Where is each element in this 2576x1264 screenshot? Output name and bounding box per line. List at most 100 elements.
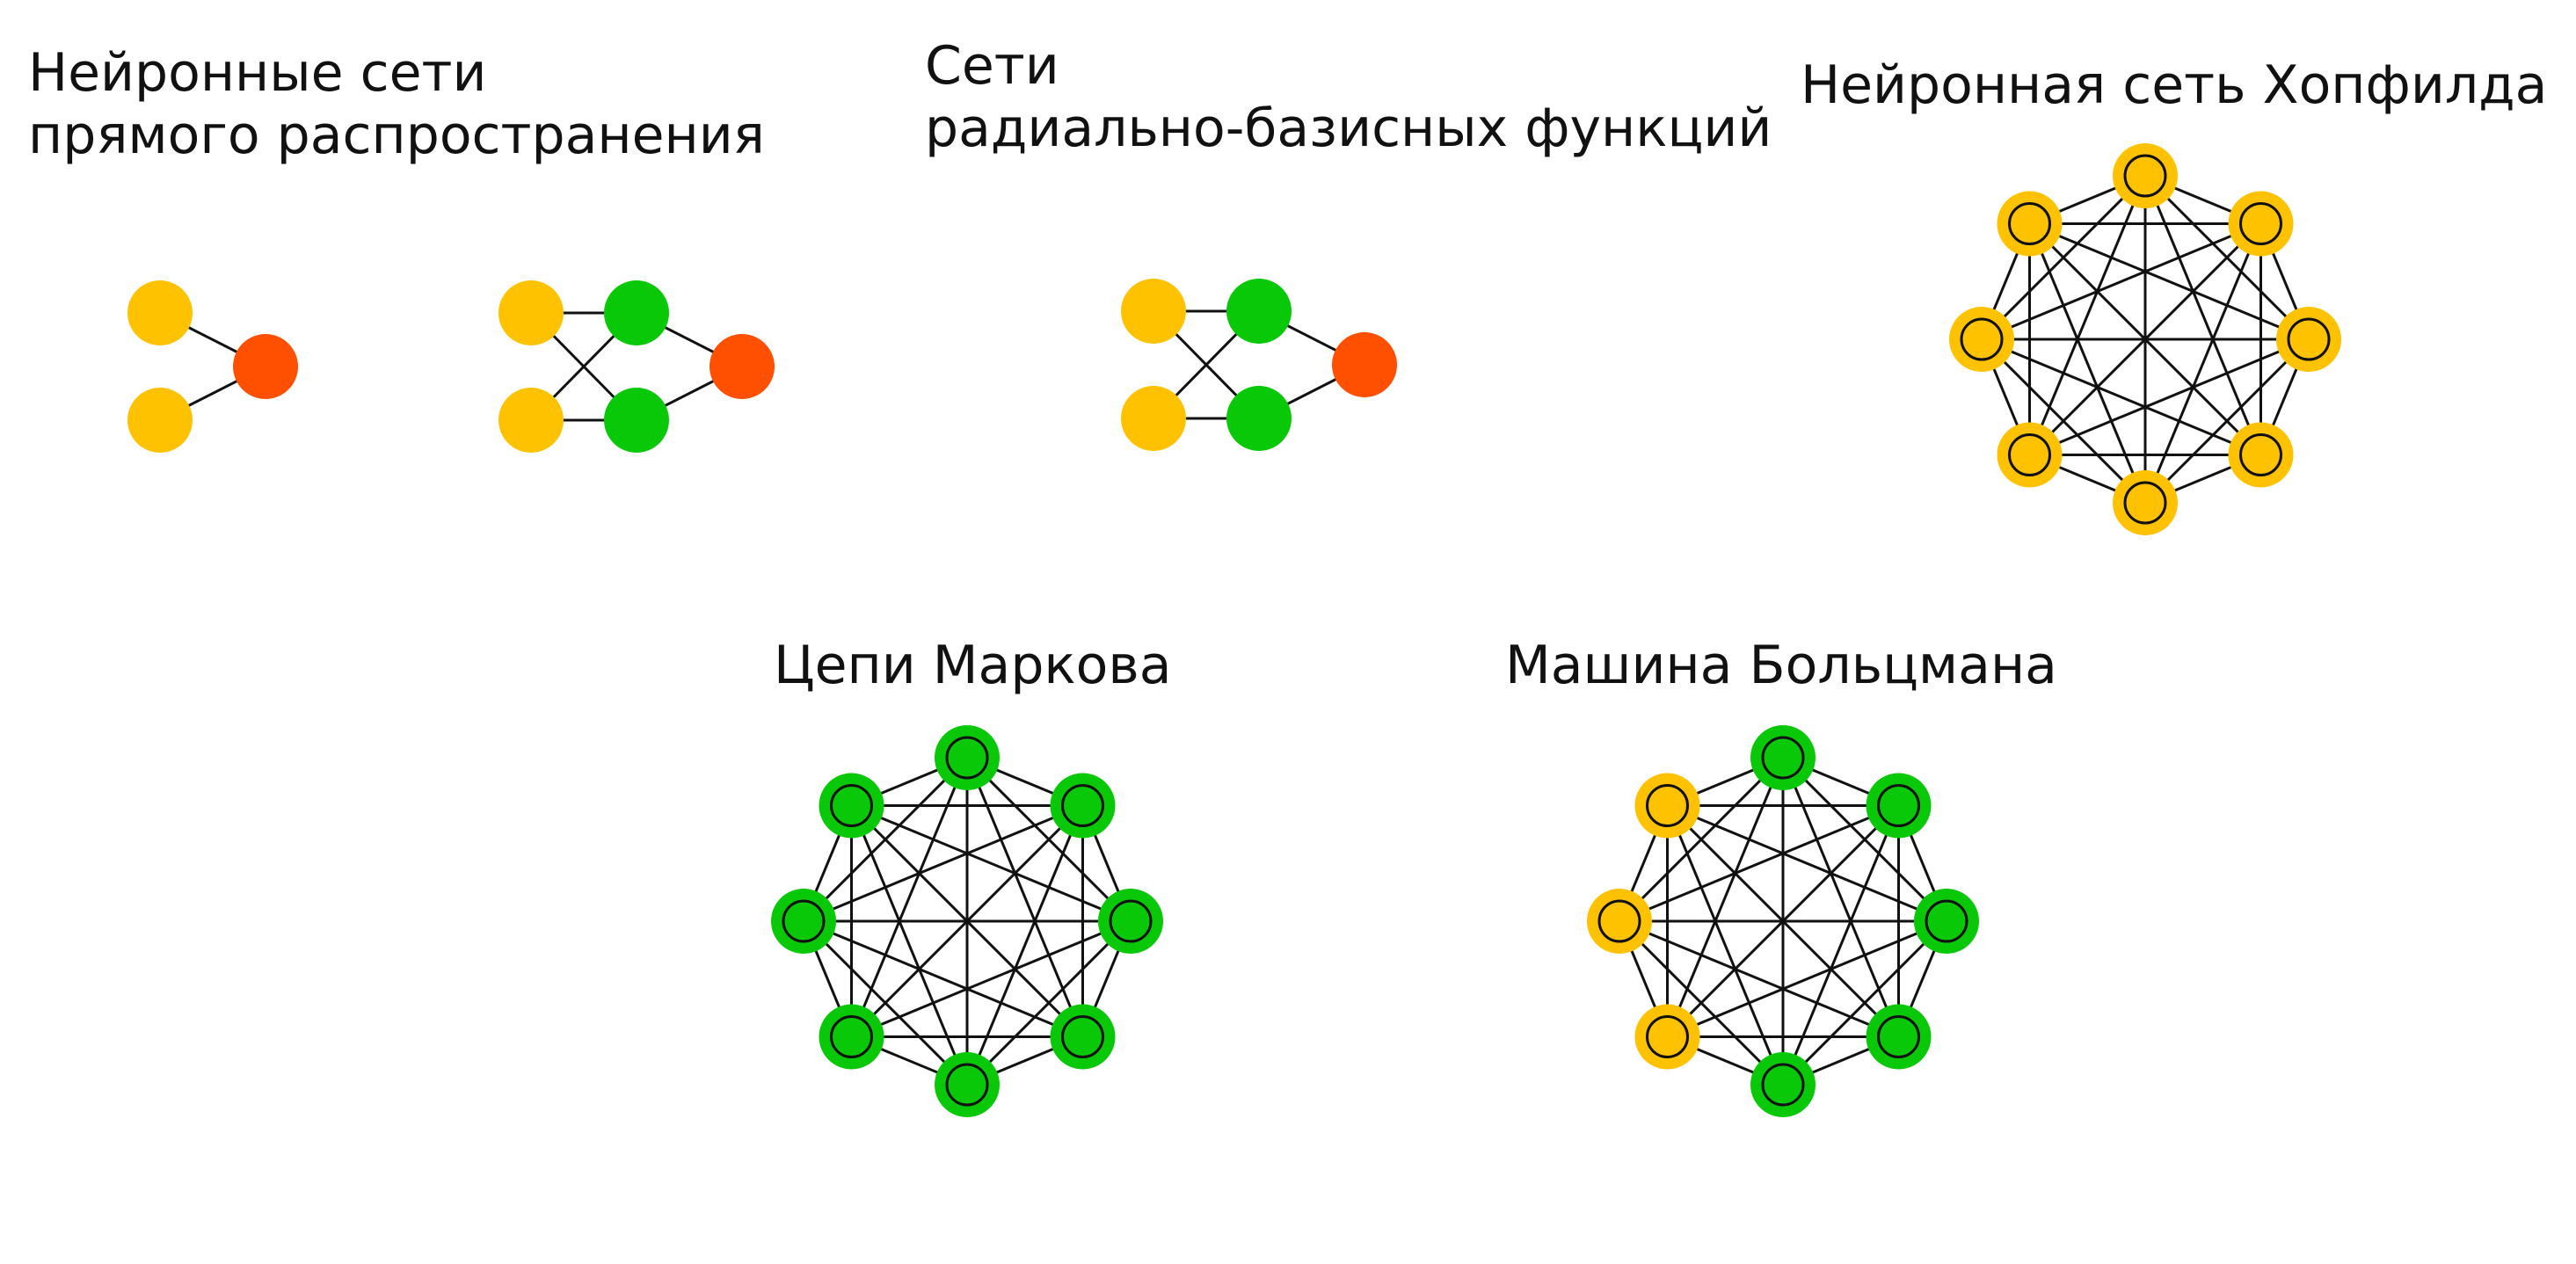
hopfield-input-node-1: [2113, 143, 2178, 208]
boltzmann-hidden-node-1: [1750, 725, 1816, 790]
markov-edge-21: [803, 919, 1084, 1038]
boltzmann-title-text: Машина Больцмана: [1505, 635, 2057, 696]
markov-title-text: Цепи Маркова: [774, 635, 1172, 696]
markov-hidden-node-7: [771, 889, 836, 954]
hopfield-node-6-recurrent-ring: [2008, 433, 2051, 476]
markov-hidden-node-4: [1050, 1004, 1116, 1070]
rbf-hidden-node-3: [1226, 279, 1292, 344]
boltzmann-edge-10: [1781, 804, 1900, 1086]
rbf-nodes: [1121, 279, 1397, 451]
boltzmann-edge-25: [1666, 804, 1785, 1086]
hopfield-node-1-recurrent-ring: [2123, 154, 2167, 198]
boltzmann-edge-22: [1666, 804, 1900, 1038]
hopfield-nodes: [1949, 143, 2341, 535]
hopfield-node-3-recurrent-ring: [2287, 317, 2331, 361]
boltzmann-node-2-recurrent-ring: [1877, 784, 1920, 827]
hopfield-input-node-8: [1997, 191, 2063, 257]
markov-title: Цепи Маркова: [774, 635, 1172, 697]
boltzmann-hidden-node-3: [1914, 889, 1979, 954]
markov-hidden-node-5: [935, 1052, 1000, 1117]
boltzmann-hidden-node-5: [1750, 1052, 1816, 1117]
hopfield-input-node-5: [2113, 470, 2178, 535]
hopfield-input-node-4: [2228, 422, 2294, 488]
feedforward-diagram: [498, 280, 775, 453]
feedforward-hidden-node-3: [604, 280, 669, 345]
rbf-input-node-1: [1121, 279, 1186, 344]
markov-node-3-recurrent-ring: [1109, 899, 1153, 943]
hopfield-edge-5: [2028, 175, 2147, 456]
markov-edge-12: [803, 804, 1084, 923]
boltzmann-edge-18: [1666, 804, 1947, 923]
boltzmann-hidden-node-2: [1866, 773, 1932, 839]
markov-node-6-recurrent-ring: [830, 1015, 873, 1058]
hopfield-title: Нейронная сеть Хопфилда: [1801, 54, 2547, 117]
boltzmann-node-5-recurrent-ring: [1761, 1063, 1805, 1107]
boltzmann-node-8-recurrent-ring: [1646, 784, 1689, 827]
hopfield-input-node-2: [2228, 191, 2294, 257]
boltzmann-edges: [1618, 756, 1948, 1086]
boltzmann-nodes: [1587, 725, 1979, 1117]
feedforward-hidden-node-4: [604, 388, 669, 453]
hopfield-node-8-recurrent-ring: [2008, 202, 2051, 245]
markov-edge-16: [850, 919, 1132, 1038]
boltzmann-edge-12: [1619, 804, 1900, 923]
hopfield-edge-3: [2143, 175, 2262, 456]
feedforward-nodes: [498, 280, 775, 453]
markov-node-5-recurrent-ring: [945, 1063, 989, 1107]
feedforward-title: Нейронные сети прямого распространения: [28, 42, 765, 167]
hopfield-edge-16: [2028, 338, 2310, 456]
hopfield-node-7-recurrent-ring: [1960, 317, 2004, 361]
boltzmann-edge-21: [1619, 919, 1900, 1038]
markov-node-2-recurrent-ring: [1061, 784, 1104, 827]
hopfield-node-2-recurrent-ring: [2239, 202, 2282, 245]
markov-hidden-node-2: [1050, 773, 1116, 839]
boltzmann-edge-16: [1666, 919, 1947, 1038]
rbf-title-line1: Сети: [925, 35, 1059, 97]
feedforward-input-node-2: [498, 388, 564, 453]
boltzmann-node-4-recurrent-ring: [1877, 1015, 1920, 1058]
hopfield-diagram: [1949, 143, 2341, 535]
boltzmann-title: Машина Больцмана: [1505, 635, 2057, 697]
hopfield-input-node-7: [1949, 307, 2014, 372]
perceptron-input-node-1: [127, 280, 193, 345]
hopfield-edge-22: [2028, 222, 2262, 456]
perceptron-nodes: [127, 280, 298, 453]
boltzmann-edge-5: [1666, 757, 1785, 1038]
boltzmann-node-3-recurrent-ring: [1925, 899, 1968, 943]
markov-edge-24: [802, 919, 969, 1086]
perceptron-output-node-3: [233, 334, 298, 399]
feedforward-output-node-5: [709, 334, 775, 399]
rbf-diagram: [1121, 279, 1397, 451]
hopfield-edge-12: [1981, 222, 2262, 341]
markov-hidden-node-1: [935, 725, 1000, 790]
rbf-title: Сети радиально-базисных функций: [925, 35, 1772, 160]
boltzmann-diagram: [1587, 725, 1979, 1117]
perceptron-input-node-2: [127, 388, 193, 453]
rbf-hidden-node-4: [1226, 386, 1292, 451]
rbf-title-line2: радиально-базисных функций: [925, 98, 1772, 159]
boltzmann-hidden-node-4: [1866, 1004, 1932, 1070]
boltzmann-edge-3: [1781, 757, 1900, 1038]
markov-diagram: [771, 725, 1163, 1117]
boltzmann-edge-24: [1618, 919, 1785, 1086]
hopfield-input-node-3: [2276, 307, 2341, 372]
hopfield-node-4-recurrent-ring: [2239, 433, 2282, 476]
feedforward-title-line1: Нейронные сети: [28, 42, 487, 104]
markov-edge-25: [850, 804, 969, 1086]
hopfield-edge-21: [1981, 338, 2262, 456]
boltzmann-input-node-7: [1587, 889, 1652, 954]
markov-edge-22: [850, 804, 1084, 1038]
feedforward-title-line2: прямого распространения: [28, 105, 765, 166]
boltzmann-input-node-6: [1634, 1004, 1700, 1070]
boltzmann-input-node-8: [1634, 773, 1700, 839]
hopfield-title-text: Нейронная сеть Хопфилда: [1801, 54, 2548, 116]
hopfield-edge-10: [2143, 222, 2262, 504]
markov-node-1-recurrent-ring: [945, 736, 989, 780]
markov-nodes: [771, 725, 1163, 1117]
hopfield-edge-24: [1980, 338, 2147, 505]
markov-edge-3: [965, 757, 1084, 1038]
markov-edge-5: [850, 757, 969, 1038]
markov-edge-10: [965, 804, 1084, 1086]
markov-node-7-recurrent-ring: [782, 899, 826, 943]
